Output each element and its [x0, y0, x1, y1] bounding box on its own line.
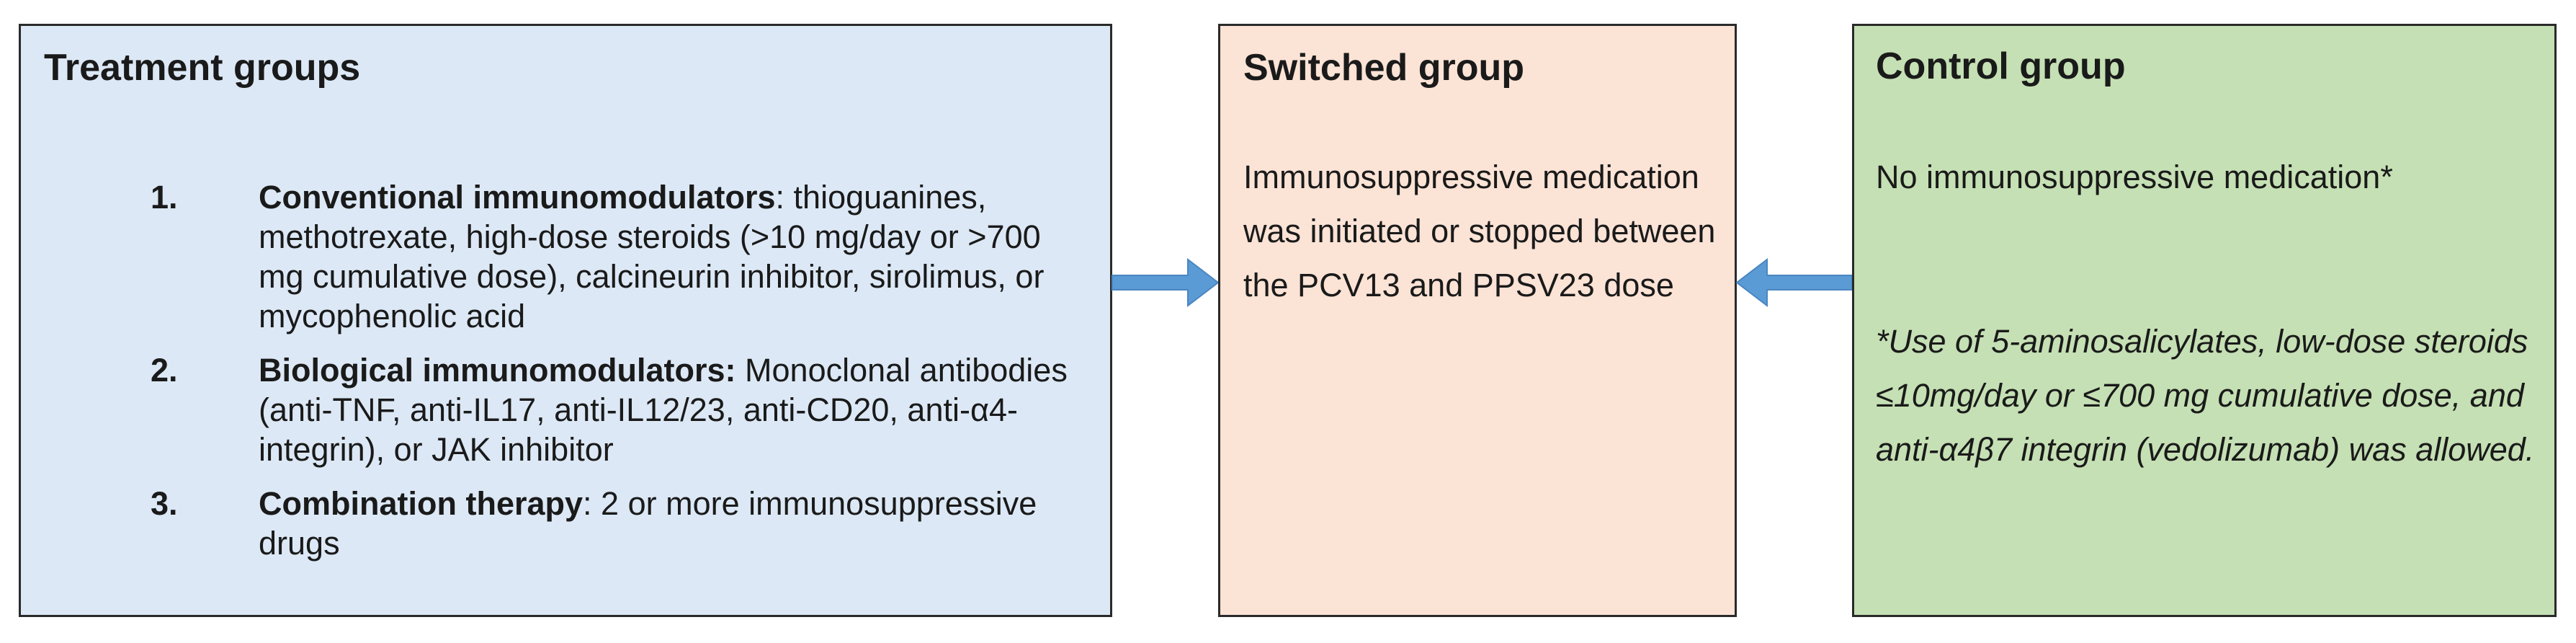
treatment-groups-title: Treatment groups — [44, 47, 361, 89]
switched-group-title: Switched group — [1243, 47, 1524, 89]
list-item: 3. Combination therapy: 2 or more immuno… — [21, 484, 1110, 563]
list-item-term: Conventional immunomodulators — [259, 179, 776, 216]
control-group-title: Control group — [1876, 45, 2126, 87]
treatment-groups-box: Treatment groups 1. Conventional immunom… — [19, 24, 1112, 617]
control-group-footnote: *Use of 5-aminosalicylates, low-dose ste… — [1876, 323, 2535, 468]
control-group-description: No immunosuppressive medication* — [1876, 159, 2393, 195]
list-item-number: 1. — [151, 179, 178, 216]
switched-group-description: Immunosuppressive medication was initiat… — [1243, 159, 1716, 303]
list-item-term: Biological immunomodulators: — [259, 352, 736, 389]
list-item: 2. Biological immunomodulators: Monoclon… — [21, 350, 1110, 469]
treatment-list: 1. Conventional immunomodulators: thiogu… — [21, 177, 1110, 577]
list-item-text: Monoclonal antibodies (anti-TNF, anti-IL… — [259, 352, 1068, 468]
list-item-term: Combination therapy — [259, 485, 583, 522]
list-item-text: thioguanines, methotrexate, high-dose st… — [259, 179, 1045, 334]
list-item: 1. Conventional immunomodulators: thiogu… — [21, 177, 1110, 336]
list-item-separator: : — [583, 485, 592, 522]
list-item-number: 2. — [151, 352, 178, 389]
arrow-right-icon — [1112, 257, 1220, 308]
switched-group-box: Switched group Immunosuppressive medicat… — [1218, 24, 1737, 617]
control-group-box: Control group No immunosuppressive medic… — [1852, 24, 2557, 617]
arrow-left-icon — [1735, 257, 1853, 308]
list-item-text: 2 or more immunosuppressive drugs — [259, 485, 1037, 562]
list-item-number: 3. — [151, 485, 178, 522]
list-item-separator: : — [775, 179, 785, 216]
